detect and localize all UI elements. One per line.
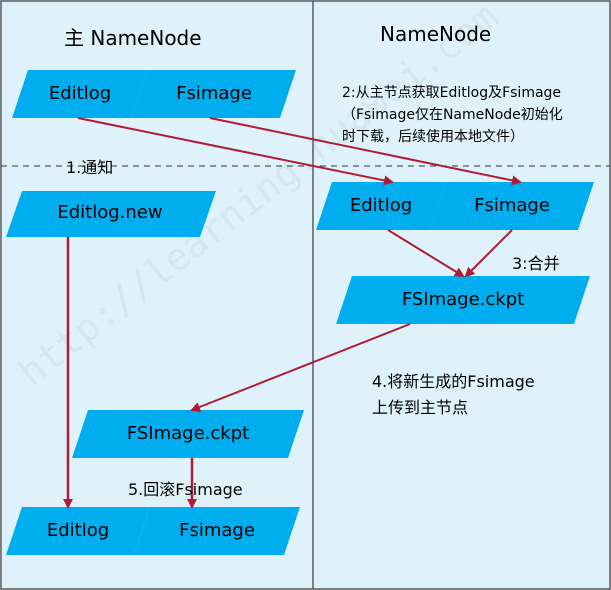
secondary-fsimage-shape	[430, 182, 594, 230]
step-1-notify: 1.通知	[66, 158, 114, 177]
step-3-merge: 3:合并	[512, 254, 560, 273]
primary-editlog-shape	[12, 70, 148, 118]
step-4-line-1: 4.将新生成的Fsimage	[372, 372, 535, 391]
arrow-editlog-to-secondary	[77, 117, 394, 186]
secondary-fsimage-ckpt-label: FSImage.ckpt	[401, 289, 525, 310]
step-5-rollback: 5.回滚Fsimage	[128, 480, 243, 499]
secondary-editlog-shape	[316, 182, 446, 230]
step-2-line-2: （Fsimage仅在NameNode初始化	[342, 107, 563, 123]
secondary-fsimage-label: Fsimage	[474, 195, 550, 216]
primary-fsimage-final-label: Fsimage	[179, 520, 255, 541]
arrow-merge-fsimage	[464, 229, 513, 278]
primary-namenode-title: 主 NameNode	[64, 26, 202, 50]
step-2-line-3: 时下载，后续使用本地文件）	[342, 129, 524, 145]
primary-editlog-final-label: Editlog	[46, 520, 110, 541]
arrow-upload-ckpt	[190, 323, 411, 412]
primary-fsimage-final-shape	[134, 507, 300, 555]
secondary-namenode-title: NameNode	[380, 22, 492, 46]
primary-fsimage-ckpt-shape	[72, 410, 304, 458]
primary-fsimage-label: Fsimage	[176, 83, 252, 104]
primary-fsimage-shape	[132, 70, 296, 118]
primary-editlog-new-shape	[6, 191, 216, 237]
arrow-merge-editlog	[387, 229, 465, 278]
primary-fsimage-ckpt-label: FSImage.ckpt	[126, 423, 250, 444]
step-2-line-1: 2:从主节点获取Editlog及Fsimage	[342, 85, 562, 101]
primary-editlog-new-label: Editlog.new	[57, 202, 163, 223]
arrow-fsimage-to-secondary	[209, 117, 522, 186]
primary-editlog-label: Editlog	[48, 83, 112, 104]
secondary-editlog-label: Editlog	[349, 195, 413, 216]
primary-editlog-final-shape	[6, 507, 150, 555]
secondary-fsimage-ckpt-shape	[336, 276, 590, 324]
step-4-line-2: 上传到主节点	[372, 398, 469, 417]
